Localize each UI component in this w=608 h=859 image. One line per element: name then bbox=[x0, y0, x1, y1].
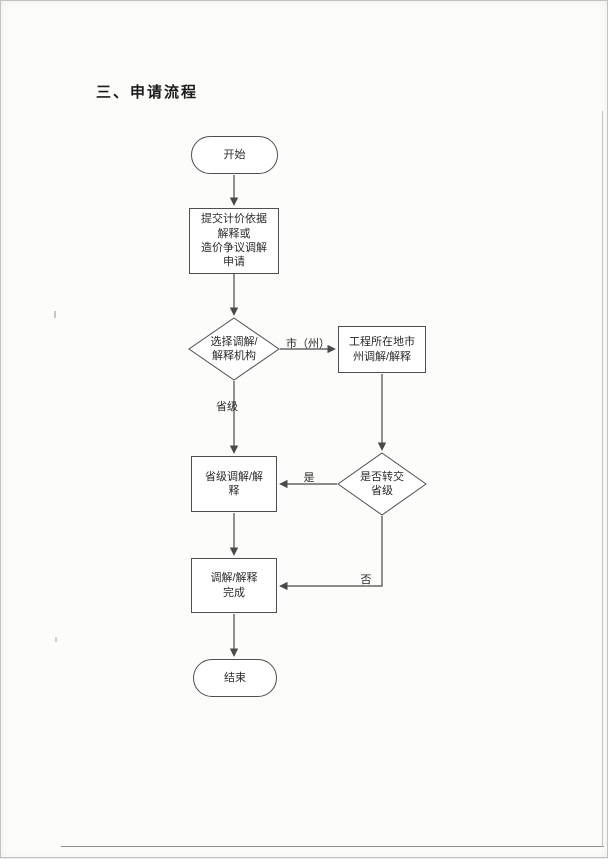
flow-node-submit-application: 提交计价依据 解释或 造价争议调解 申请 bbox=[189, 208, 279, 274]
scan-artifact-mark bbox=[55, 637, 57, 642]
flow-node-city-mediation: 工程所在地市 州调解/解释 bbox=[338, 326, 426, 373]
edge-label-city-branch: 市（州） bbox=[286, 338, 330, 350]
edge-label-provincial-branch: 省级 bbox=[216, 401, 238, 413]
flow-node-transfer-decision: 是否转交 省级 bbox=[360, 470, 404, 497]
flow-node-end: 结束 bbox=[193, 659, 277, 697]
edge-label-yes: 是 bbox=[303, 472, 315, 484]
flow-node-choose-institution: 选择调解/ 解释机构 bbox=[210, 335, 258, 362]
scan-artifact-bottom-line bbox=[61, 846, 604, 847]
flow-node-mediation-complete: 调解/解释 完成 bbox=[191, 558, 277, 613]
flow-node-start: 开始 bbox=[191, 136, 278, 174]
scan-artifact-right-line bbox=[602, 111, 603, 847]
scan-artifact-mark bbox=[54, 311, 56, 318]
edge-label-no: 否 bbox=[360, 574, 372, 586]
flow-node-provincial-mediation: 省级调解/解 释 bbox=[191, 456, 277, 512]
section-title: 三、申请流程 bbox=[96, 84, 199, 101]
